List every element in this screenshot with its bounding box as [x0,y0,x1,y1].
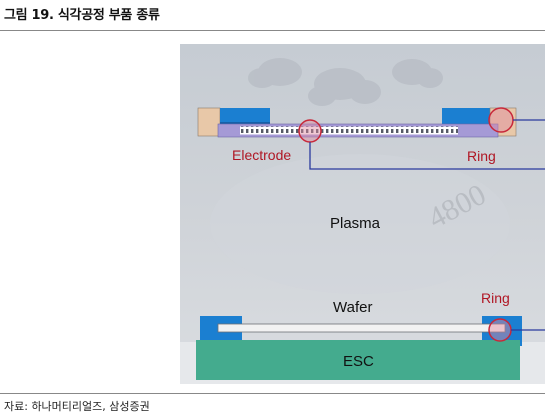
top-ring-label: Ring [467,148,496,164]
figure-title: 그림 19. 식각공정 부품 종류 [4,8,160,23]
esc-block [196,340,520,380]
left-blue-clamp [220,108,270,125]
electrode-highlight [298,119,322,143]
top-ring-highlight [488,107,514,133]
bottom-ring-label: Ring [481,290,510,306]
left-tan-support [197,107,221,137]
plasma-glow [210,154,510,294]
plasma-label: Plasma [330,215,381,232]
source-divider [0,393,545,394]
electrode-callout-line [309,142,545,170]
wafer [217,323,506,333]
bottom-ring-highlight [488,318,512,342]
plasma-clouds [248,58,443,106]
title-divider [0,30,545,31]
right-blue-clamp [442,108,492,125]
etching-parts-diagram: 4800 Electrode Ring Plasma Wafer Ring ES… [180,44,545,384]
figure-source: 자료: 하나머티리얼즈, 삼성증권 [4,400,150,413]
esc-label: ESC [343,353,374,370]
electrode-label: Electrode [232,147,291,163]
wafer-label: Wafer [333,299,372,316]
electrode-holes [240,126,458,135]
